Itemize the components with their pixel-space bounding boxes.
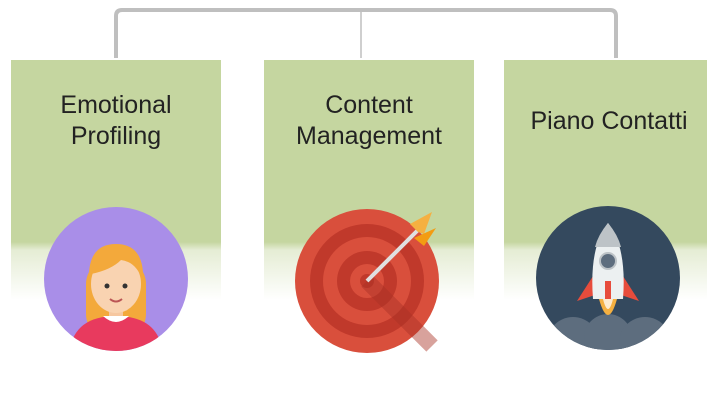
- connector-bracket: [114, 8, 618, 58]
- target-arrow-icon: [292, 206, 442, 356]
- box-label: Piano Contatti: [530, 106, 688, 135]
- box-label: Content Management: [296, 91, 442, 150]
- woman-avatar-icon: [41, 204, 191, 354]
- box-piano-contatti: Piano Contatti: [504, 60, 707, 300]
- box-label: Emotional Profiling: [60, 91, 172, 150]
- rocket-icon: [533, 203, 683, 353]
